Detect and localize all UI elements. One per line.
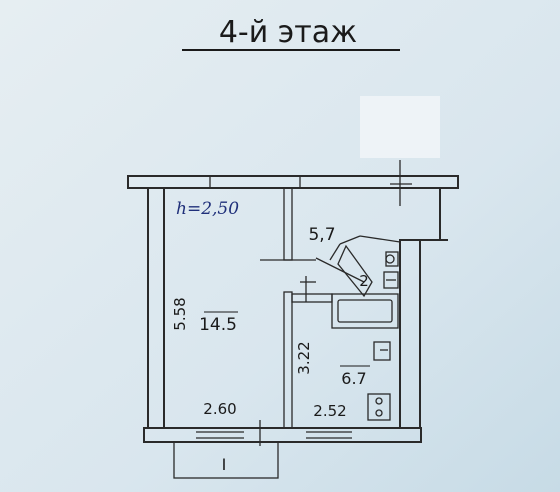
- blank-patch: [360, 96, 440, 158]
- ceiling-height-note: h=2,50: [176, 199, 239, 219]
- balcony: [173, 441, 279, 479]
- kitchen-length: 3.22: [295, 341, 313, 374]
- floor-title: 4-й этаж: [219, 15, 357, 50]
- bath-wall: [337, 244, 373, 298]
- door-swing: [315, 257, 365, 283]
- kitchen-width: 2.52: [313, 402, 346, 420]
- main-room-length: 5.58: [171, 297, 189, 330]
- sink-icon: [383, 271, 399, 289]
- stove-icon: [367, 393, 391, 421]
- outer-walls: [127, 175, 459, 443]
- bathroom-label: 2: [359, 272, 369, 290]
- fridge-icon: [373, 341, 391, 361]
- kitchen-area: 6.7: [341, 369, 366, 388]
- window-icon: [196, 431, 352, 439]
- main-room-area: 14.5: [199, 315, 237, 335]
- hall-area: 5,7: [308, 225, 335, 245]
- main-room-width: 2.60: [203, 400, 236, 418]
- balcony-label: I: [222, 455, 227, 474]
- toilet-icon: [385, 251, 399, 267]
